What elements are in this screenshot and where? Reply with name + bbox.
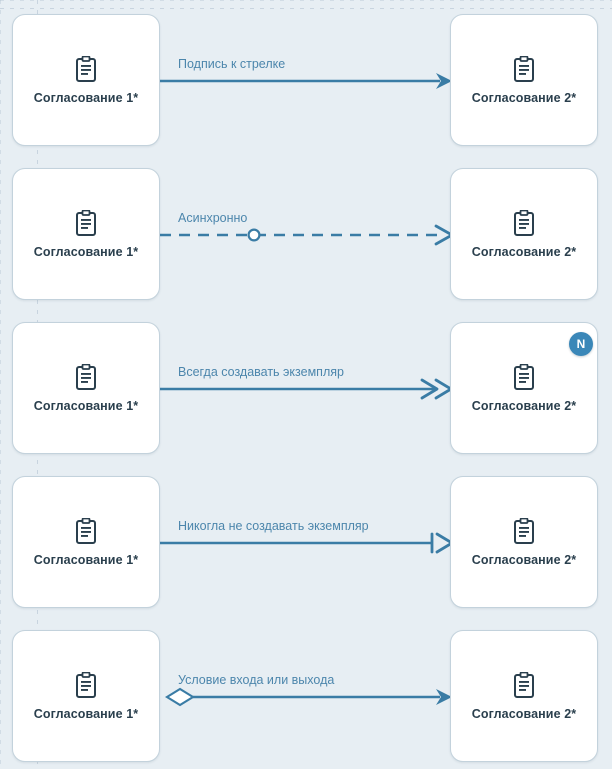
node-target[interactable]: Согласование 2* xyxy=(450,476,598,608)
node-target[interactable]: Согласование 2* xyxy=(450,14,598,146)
clipboard-icon xyxy=(514,209,534,236)
node-source-label: Согласование 1* xyxy=(33,398,139,413)
node-target-label: Согласование 2* xyxy=(471,398,577,413)
clipboard-icon xyxy=(514,517,534,544)
edge-connector[interactable]: Асинхронно xyxy=(160,168,454,300)
clipboard-icon xyxy=(514,55,534,82)
edge-label: Всегда создавать экземпляр xyxy=(178,365,344,379)
diagram-row: Согласование 1* Подпись к стрелке Соглас… xyxy=(0,14,612,148)
status-badge[interactable]: N xyxy=(569,332,593,356)
edge-label: Условие входа или выхода xyxy=(178,673,335,687)
node-source[interactable]: Согласование 1* xyxy=(12,476,160,608)
edge-connector[interactable]: Подпись к стрелке xyxy=(160,14,452,146)
node-source[interactable]: Согласование 1* xyxy=(12,322,160,454)
diagram-row: Согласование 1* Никогла не создавать экз… xyxy=(0,476,612,610)
diagram-row: Согласование 1* Всегда создавать экземпл… xyxy=(0,322,612,456)
node-source-label: Согласование 1* xyxy=(33,552,139,567)
node-target-label: Согласование 2* xyxy=(471,552,577,567)
edge-line[interactable] xyxy=(160,14,452,146)
clipboard-icon xyxy=(76,209,96,236)
diagram-row: Согласование 1* Условие входа или выхода… xyxy=(0,630,612,764)
node-source-label: Согласование 1* xyxy=(33,244,139,259)
clipboard-icon xyxy=(76,671,96,698)
clipboard-icon xyxy=(514,363,534,390)
edge-connector[interactable]: Всегда создавать экземпляр xyxy=(160,322,453,454)
node-target-label: Согласование 2* xyxy=(471,706,577,721)
node-source-label: Согласование 1* xyxy=(33,90,139,105)
edge-label: Асинхронно xyxy=(178,211,248,225)
async-circle-marker xyxy=(247,228,261,242)
node-source-label: Согласование 1* xyxy=(33,706,139,721)
diamond-marker xyxy=(164,687,196,707)
node-target-label: Согласование 2* xyxy=(471,90,577,105)
edge-line[interactable] xyxy=(160,630,452,762)
clipboard-icon xyxy=(76,363,96,390)
edge-connector[interactable]: Условие входа или выхода xyxy=(160,630,452,762)
clipboard-icon xyxy=(514,671,534,698)
node-source[interactable]: Согласование 1* xyxy=(12,630,160,762)
node-source[interactable]: Согласование 1* xyxy=(12,168,160,300)
node-target[interactable]: Согласование 2* N xyxy=(450,322,598,454)
node-target-label: Согласование 2* xyxy=(471,244,577,259)
edge-connector[interactable]: Никогла не создавать экземпляр xyxy=(160,476,454,608)
node-target[interactable]: Согласование 2* xyxy=(450,168,598,300)
edge-line[interactable] xyxy=(160,476,454,608)
node-target[interactable]: Согласование 2* xyxy=(450,630,598,762)
clipboard-icon xyxy=(76,517,96,544)
edge-line[interactable] xyxy=(160,168,454,300)
node-source[interactable]: Согласование 1* xyxy=(12,14,160,146)
edge-line[interactable] xyxy=(160,322,453,454)
clipboard-icon xyxy=(76,55,96,82)
edge-label: Никогла не создавать экземпляр xyxy=(178,519,369,533)
diagram-row: Согласование 1* Асинхронно Согласование … xyxy=(0,168,612,302)
edge-label: Подпись к стрелке xyxy=(178,57,286,71)
